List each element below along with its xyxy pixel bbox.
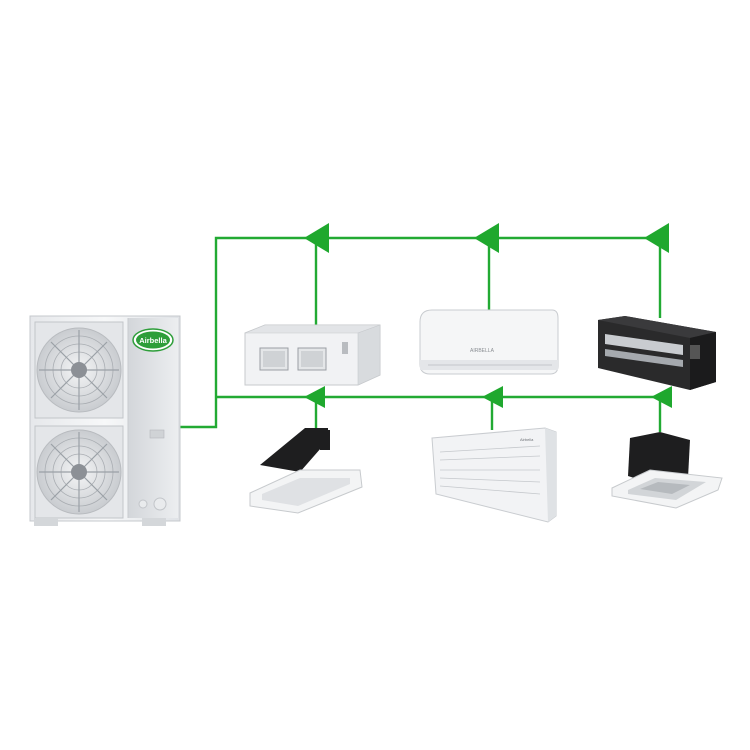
two-way-cassette-unit	[249, 428, 363, 514]
flow-arrow	[644, 223, 669, 253]
flow-arrow	[304, 223, 329, 253]
slim-duct-unit	[598, 316, 716, 390]
four-way-cassette-unit	[611, 432, 723, 509]
logo-text: Airbella	[139, 336, 167, 345]
flow-arrow	[482, 386, 503, 408]
wall-unit-badge: AIRBELLA	[470, 348, 495, 354]
floor-ceiling-unit: Airbella	[431, 427, 557, 523]
wall-split-unit: AIRBELLA	[419, 309, 559, 375]
floor-unit-badge: Airbella	[520, 437, 534, 442]
flow-arrows	[304, 223, 672, 408]
flow-arrow	[474, 223, 499, 253]
fan-guard-icon	[34, 425, 124, 519]
fan-guard-icon	[34, 321, 124, 419]
flow-arrow	[304, 386, 325, 408]
ducted-unit	[244, 324, 381, 386]
airbella-logo: Airbella	[132, 328, 174, 352]
service-port	[149, 429, 165, 439]
outdoor-unit: Airbella	[29, 315, 181, 526]
flow-arrow	[651, 386, 672, 408]
pipe-outdoor-link	[175, 236, 665, 429]
